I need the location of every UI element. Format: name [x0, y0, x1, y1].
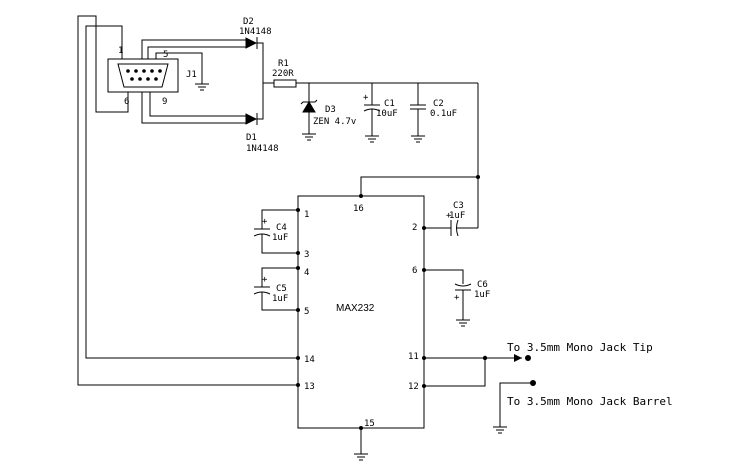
d1-part-label: 1N4148 — [246, 144, 279, 154]
c6-ref-label: C6 — [477, 280, 488, 290]
ic-pin14-label: 14 — [304, 355, 315, 365]
ic-pin16-label: 16 — [353, 204, 364, 214]
db9-connector — [107, 58, 179, 93]
ic-pin3-label: 3 — [304, 250, 309, 260]
jack-tip-label: To 3.5mm Mono Jack Tip — [507, 341, 653, 354]
resistor-r1 — [273, 79, 297, 88]
d3-ref-label: D3 — [325, 105, 336, 115]
ground-symbol — [365, 135, 379, 143]
j1-pin9-label: 9 — [162, 97, 167, 107]
ground-symbol — [411, 135, 425, 143]
c4-polarity-mark: + — [262, 217, 268, 227]
jack-barrel-label: To 3.5mm Mono Jack Barrel — [507, 395, 673, 408]
ic-pin13-label: 13 — [304, 382, 315, 392]
ic-pin1-label: 1 — [304, 210, 309, 220]
d1-ref-label: D1 — [246, 133, 257, 143]
d2-ref-label: D2 — [243, 17, 254, 27]
ground-symbol — [195, 83, 209, 91]
c1-ref-label: C1 — [384, 99, 395, 109]
c4-value-label: 1uF — [272, 233, 288, 243]
c1-polarity-mark: + — [363, 93, 369, 103]
zener-d3 — [300, 99, 318, 113]
ic-pin12-label: 12 — [408, 382, 419, 392]
diode-d1 — [245, 113, 258, 125]
jack-tip-terminal — [514, 354, 531, 362]
d3-value-label: ZEN 4.7v — [313, 117, 356, 127]
capacitor-c2 — [410, 104, 426, 110]
ic-pin6-label: 6 — [412, 266, 417, 276]
c4-ref-label: C4 — [276, 223, 287, 233]
j1-pin1-label: 1 — [118, 46, 123, 56]
ic-pin2-label: 2 — [412, 223, 417, 233]
ic-pin4-label: 4 — [304, 268, 309, 278]
c5-polarity-mark: + — [262, 275, 268, 285]
c6-polarity-mark: + — [454, 293, 460, 303]
capacitor-c6 — [454, 283, 472, 291]
c5-value-label: 1uF — [272, 294, 288, 304]
j1-pin5-label: 5 — [163, 50, 168, 60]
diode-d2 — [245, 37, 258, 49]
c3-ref-label: C3 — [453, 201, 464, 211]
r1-ref-label: R1 — [278, 59, 289, 69]
ground-symbol — [354, 453, 368, 461]
c6-value-label: 1uF — [474, 290, 490, 300]
c1-value-label: 10uF — [376, 109, 398, 119]
c3-value-label: 1uF — [449, 211, 465, 221]
r1-value-label: 220R — [272, 69, 294, 79]
c2-value-label: 0.1uF — [430, 109, 457, 119]
ic-pin15-label: 15 — [364, 419, 375, 429]
j1-pin6-label: 6 — [124, 97, 129, 107]
ic-name-label: MAX232 — [336, 303, 375, 314]
j1-ref-label: J1 — [186, 70, 197, 80]
c5-ref-label: C5 — [276, 284, 287, 294]
ground-symbol — [493, 426, 507, 434]
d2-part-label: 1N4148 — [239, 27, 272, 37]
c2-ref-label: C2 — [433, 99, 444, 109]
ground-symbol — [456, 319, 470, 327]
ic-pin11-label: 11 — [408, 352, 419, 362]
ic-pin5-label: 5 — [304, 307, 309, 317]
ground-symbol — [302, 133, 316, 141]
c3-polarity-mark: + — [446, 211, 452, 221]
